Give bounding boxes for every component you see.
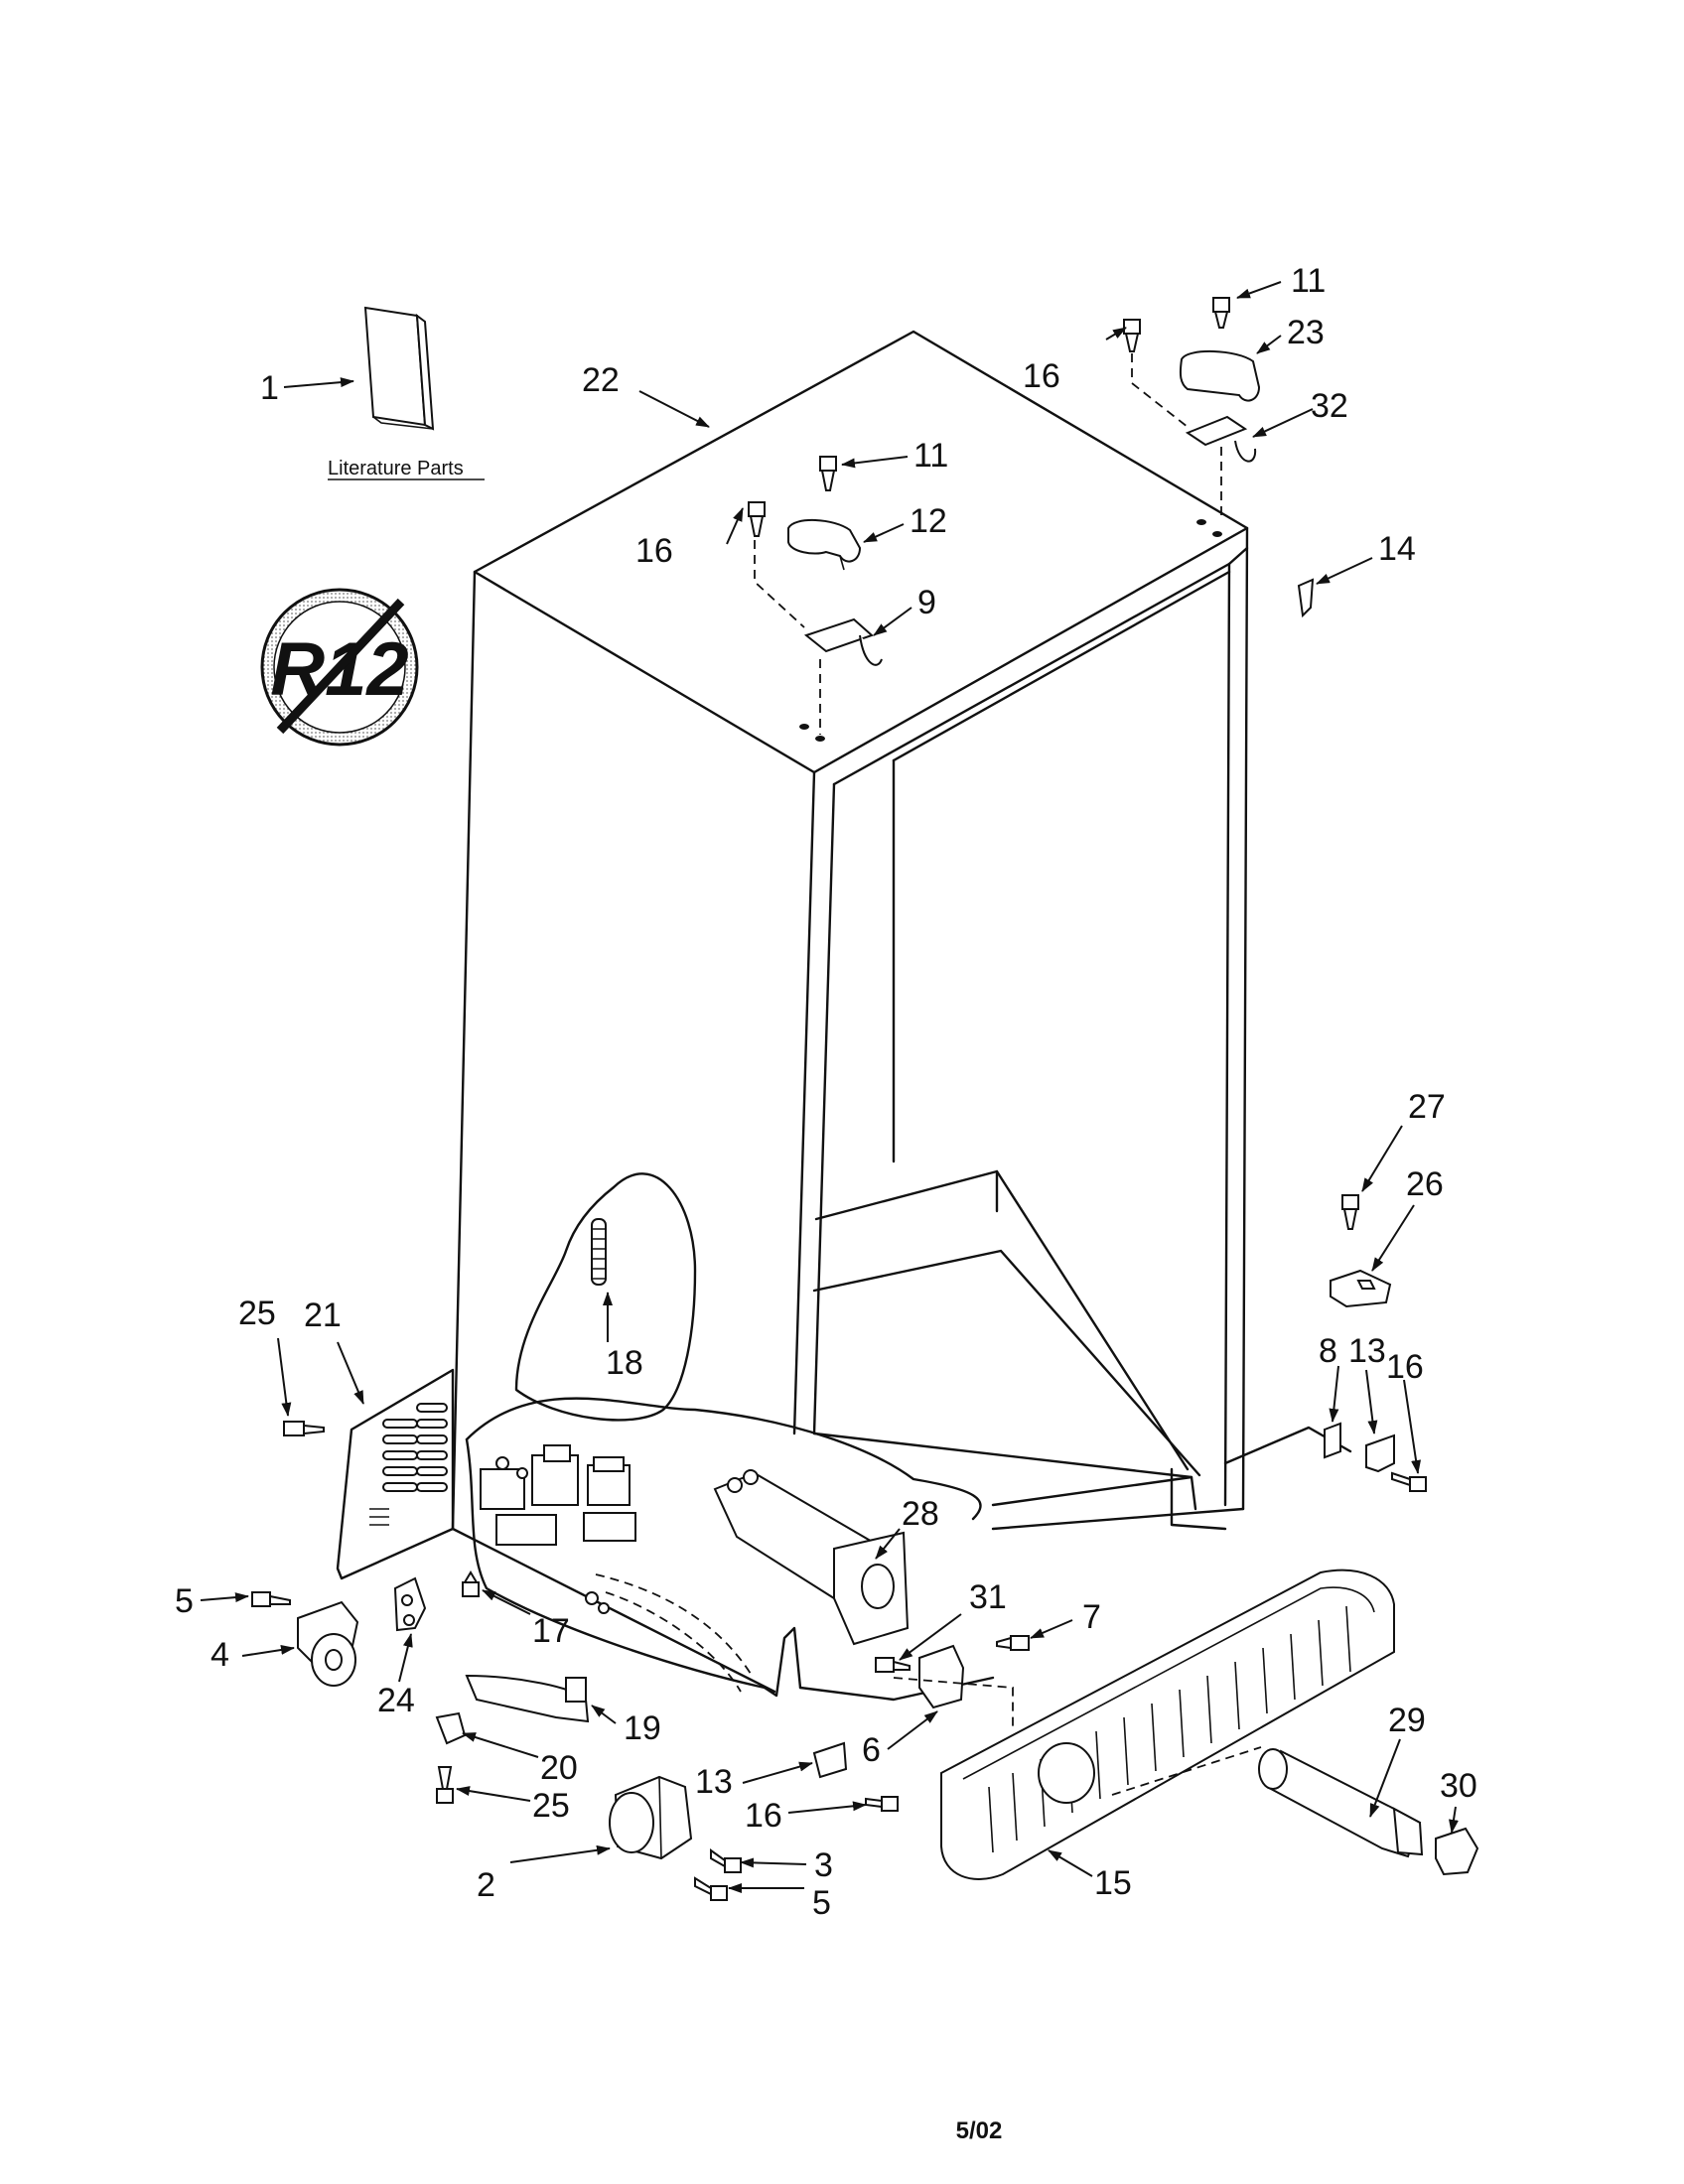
roller-wheel-2	[609, 1775, 693, 1860]
compressor-components	[480, 1444, 752, 1693]
hinge-cover-23	[1179, 350, 1261, 402]
dash-leader-6	[893, 1677, 1014, 1727]
screw-5-bottom	[694, 1876, 728, 1901]
bracket-13-bottom	[812, 1741, 848, 1779]
rear-access-panel	[336, 1368, 455, 1580]
bracket-6	[918, 1644, 965, 1709]
dash-leader-15	[1111, 1746, 1262, 1796]
hinge-bracket-32	[1185, 415, 1257, 463]
hinge-bracket-9	[803, 617, 883, 666]
callout-14: 14	[1378, 530, 1416, 568]
callout-9: 9	[917, 584, 936, 621]
hole	[815, 736, 825, 742]
callout-26: 26	[1406, 1165, 1444, 1203]
screw-16-bottom	[865, 1796, 899, 1812]
shim-8	[1324, 1422, 1341, 1459]
callout-29: 29	[1388, 1702, 1426, 1739]
door-stop-14	[1297, 578, 1315, 618]
hole	[1196, 519, 1206, 525]
callout-11-center: 11	[913, 437, 948, 475]
screw-16-right	[1391, 1471, 1427, 1492]
screw-16-top-left	[748, 501, 766, 537]
callout-18: 18	[606, 1344, 643, 1382]
cabinet-cutaway	[451, 1172, 995, 1702]
callout-22: 22	[582, 361, 620, 399]
literature-parts-caption: Literature Parts	[328, 458, 464, 479]
callout-19: 19	[624, 1709, 661, 1747]
screw-3	[710, 1848, 742, 1873]
callout-8: 8	[1319, 1332, 1337, 1370]
callout-16-top-center: 16	[635, 532, 673, 570]
screw-16-top-right	[1123, 319, 1141, 352]
callout-leaders	[200, 281, 1459, 1893]
water-tube-19	[465, 1674, 590, 1723]
callout-28: 28	[902, 1495, 939, 1533]
callout-16-bottom: 16	[745, 1797, 782, 1835]
callout-25-bottom: 25	[532, 1787, 570, 1825]
callout-23: 23	[1287, 314, 1325, 351]
callout-5-bottom: 5	[812, 1884, 831, 1922]
callout-16-top-right: 16	[1023, 357, 1060, 395]
dash-leader-9	[754, 540, 805, 628]
callout-25-top: 25	[238, 1295, 276, 1332]
water-filter-29	[1258, 1748, 1424, 1858]
bracket-13-right	[1365, 1433, 1395, 1473]
hinge-cover-12	[787, 518, 862, 571]
callout-32: 32	[1311, 387, 1348, 425]
screw-31	[875, 1657, 911, 1673]
panel-vents	[382, 1403, 448, 1492]
screw-11-top-right	[1212, 297, 1230, 329]
callout-1: 1	[260, 369, 279, 407]
hole	[1212, 531, 1222, 537]
callout-3: 3	[814, 1846, 833, 1884]
dash-leader-32	[1131, 353, 1189, 428]
screw-17	[462, 1570, 480, 1597]
bracket-24	[393, 1576, 427, 1632]
screw-25-bottom	[436, 1766, 454, 1804]
callout-20: 20	[540, 1749, 578, 1787]
callout-4: 4	[210, 1636, 229, 1674]
clip-20	[435, 1711, 467, 1745]
toe-grille	[940, 1569, 1395, 1880]
refrigerator-cabinet	[451, 330, 1352, 1531]
callout-27: 27	[1408, 1088, 1446, 1126]
callout-21: 21	[304, 1297, 342, 1334]
literature-parts-booklet: Literature Parts	[328, 306, 485, 480]
callout-24: 24	[377, 1682, 415, 1719]
callout-16-right: 16	[1386, 1348, 1424, 1386]
condenser-coil	[591, 1218, 607, 1286]
callout-7: 7	[1082, 1598, 1101, 1636]
screw-11-top-center	[819, 456, 837, 491]
callout-13-bottom: 13	[695, 1763, 733, 1801]
no-r12-badge: R12	[260, 588, 419, 747]
callout-11-top-right: 11	[1291, 262, 1326, 300]
callout-6: 6	[862, 1731, 881, 1769]
filter-cap-30	[1435, 1827, 1479, 1876]
hinge-bracket-26	[1330, 1269, 1392, 1308]
callout-15: 15	[1094, 1864, 1132, 1902]
hole	[799, 724, 809, 730]
callout-31: 31	[969, 1578, 1007, 1616]
callout-13-right: 13	[1348, 1332, 1386, 1370]
callout-2: 2	[477, 1866, 495, 1904]
drain-tube-28	[713, 1469, 910, 1646]
screw-7	[996, 1635, 1030, 1651]
screw-25-top	[283, 1421, 325, 1436]
callout-numbers: 1 2 3 4 5 5 6 7 8 9 11 11 12 13 13 14 15…	[175, 262, 1477, 1922]
callout-12: 12	[910, 502, 947, 540]
roller-wheel-4	[297, 1600, 359, 1687]
screw-5-left	[251, 1591, 291, 1607]
screw-27	[1341, 1194, 1359, 1230]
date-code: 5/02	[956, 2117, 1003, 2144]
callout-17: 17	[532, 1612, 570, 1650]
callout-5-left: 5	[175, 1582, 194, 1620]
callout-30: 30	[1440, 1767, 1477, 1805]
